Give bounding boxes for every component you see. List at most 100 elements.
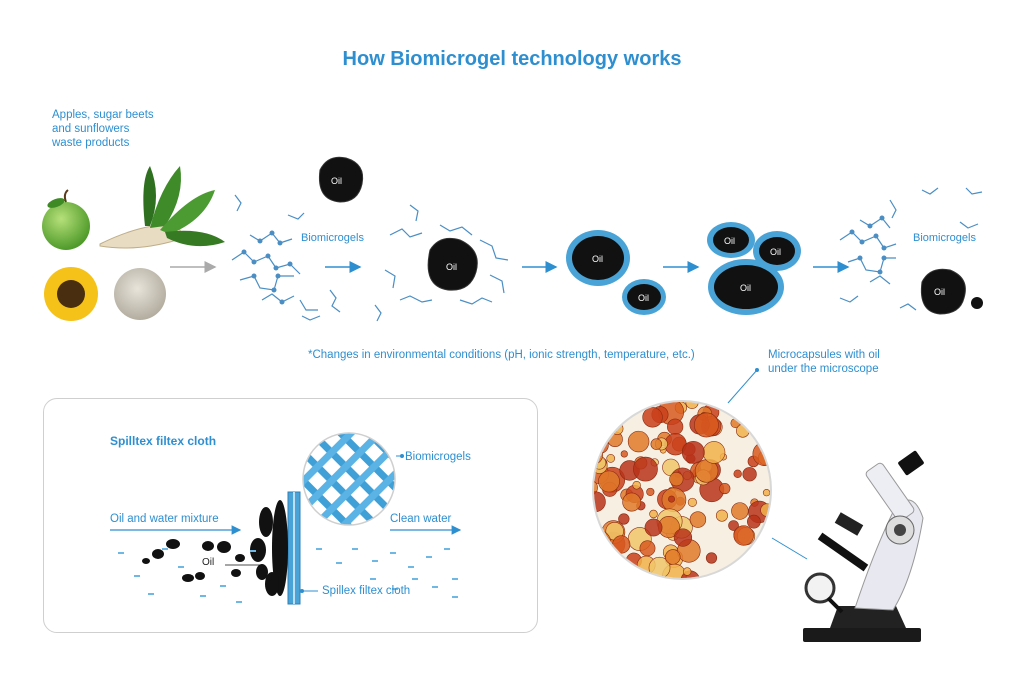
microcapsule-droplet <box>613 571 630 578</box>
filter-cloth-weave <box>302 432 396 526</box>
oil-label: Oil <box>770 247 781 257</box>
microscope-caption: Microcapsules with oil under the microsc… <box>768 348 880 376</box>
released-oil: Oil <box>920 268 983 315</box>
caption-leader <box>727 369 758 404</box>
microcapsule-droplet <box>715 402 725 406</box>
clean-water-label: Clean water <box>390 513 452 525</box>
microcapsule-droplet <box>762 556 770 568</box>
water-dash <box>372 560 378 562</box>
microcapsule-droplet <box>746 565 761 578</box>
sources-label-line: and sunflowers <box>52 123 130 135</box>
water-dash <box>452 578 458 580</box>
oil-label: Oil <box>446 262 457 272</box>
water-dash <box>148 593 154 595</box>
cloth-label: Spillex filtex cloth <box>322 585 411 597</box>
water-dash <box>370 578 376 580</box>
oil-with-biomicrogels: Oil <box>374 204 509 322</box>
microcapsule-droplet <box>733 469 742 478</box>
microcapsule-droplet <box>598 423 608 432</box>
water-dash <box>178 566 184 568</box>
microcapsule-droplet <box>682 567 692 576</box>
sources-label-line: Apples, sugar beets <box>52 109 154 121</box>
microcapsule-droplet <box>644 518 663 537</box>
microcapsule-droplet <box>612 535 631 554</box>
microscope-view <box>592 400 772 580</box>
oil-label: Oil <box>934 287 945 297</box>
microcapsule-droplet <box>646 487 655 496</box>
microcapsule-droplet <box>737 566 752 578</box>
microcapsule-droplet <box>633 456 658 482</box>
sources-label-line: waste products <box>52 137 130 149</box>
microcapsule-droplet <box>681 440 705 464</box>
microcapsule-droplet <box>742 467 757 482</box>
pulp-icon <box>114 268 166 320</box>
oil-label: Oil <box>638 293 649 303</box>
microcapsule-droplet <box>632 481 641 490</box>
mixture-label: Oil and water mixture <box>110 513 219 525</box>
filter-oil-label: Oil <box>202 557 215 568</box>
sources-label: Apples, sugar beets and sunflowers waste… <box>52 108 154 150</box>
water-dash <box>408 566 414 568</box>
water-dash <box>162 548 168 550</box>
microcapsule-droplet <box>702 441 726 464</box>
microcapsule-droplet <box>668 495 675 503</box>
microcapsule-droplet <box>606 454 616 463</box>
microcapsule-droplet <box>618 513 630 525</box>
water-dash <box>432 586 438 588</box>
microcapsule-droplet <box>627 430 650 453</box>
water-dash <box>352 548 358 550</box>
biomicrogels-label-2: Biomicrogels <box>913 232 976 244</box>
microcapsule-droplet <box>733 525 754 546</box>
water-dash <box>390 552 396 554</box>
microcapsule-droplet <box>603 402 626 412</box>
lens-leader <box>771 537 808 560</box>
microcapsule-droplet <box>594 529 612 557</box>
microscope-caption-line: Microcapsules with oil <box>768 349 880 361</box>
biomicrogels-label-1: Biomicrogels <box>301 232 364 244</box>
microcapsule-droplet <box>719 482 731 495</box>
oil-particles <box>142 500 288 596</box>
microcapsule-droplet <box>635 570 643 578</box>
water-dash <box>426 556 432 558</box>
microcapsule-droplet <box>594 479 598 496</box>
water-dash <box>220 585 226 587</box>
microcapsule-droplet <box>594 416 605 437</box>
microcapsule-droplet <box>628 566 640 578</box>
microcapsule-droplet <box>731 502 749 520</box>
water-dash <box>316 548 322 550</box>
oil-label: Oil <box>331 176 342 186</box>
sugar-beet-icon <box>99 166 225 249</box>
microcapsule-droplet <box>715 509 728 522</box>
microcapsule-droplet <box>758 402 770 405</box>
water-dash <box>452 596 458 598</box>
microcapsule-droplet <box>622 492 642 512</box>
filter-panel <box>43 398 538 633</box>
sunflower-icon <box>44 267 98 321</box>
microcapsule-droplet <box>752 441 770 466</box>
filter-biomicrogels-label: Biomicrogels <box>405 451 471 463</box>
microcapsule-droplet <box>694 412 719 438</box>
water-dashes <box>118 548 458 603</box>
water-dash <box>118 552 124 554</box>
microscope-caption-line: under the microscope <box>768 363 879 375</box>
microcapsule-droplet <box>600 555 609 565</box>
microcapsule-droplet <box>706 402 714 403</box>
microcapsule-droplet <box>649 509 658 519</box>
microcapsule-droplet <box>665 549 681 565</box>
oil-droplet-top: Oil <box>318 156 364 203</box>
microcapsule-droplet <box>747 514 761 529</box>
water-dash <box>412 578 418 580</box>
oil-label: Oil <box>592 254 603 264</box>
water-dash <box>250 550 256 552</box>
microcapsule-droplet <box>705 552 718 564</box>
microcapsule-droplet <box>673 528 693 547</box>
oil-label: Oil <box>740 283 751 293</box>
water-dash <box>200 595 206 597</box>
microcapsule-droplet <box>667 418 684 435</box>
biomicrogel-nodes-2 <box>849 215 887 275</box>
microcapsule-droplet <box>639 540 656 557</box>
biomicrogel-network-1 <box>231 194 341 321</box>
microcapsule-droplet <box>650 438 663 450</box>
footnote: *Changes in environmental conditions (pH… <box>308 349 695 361</box>
